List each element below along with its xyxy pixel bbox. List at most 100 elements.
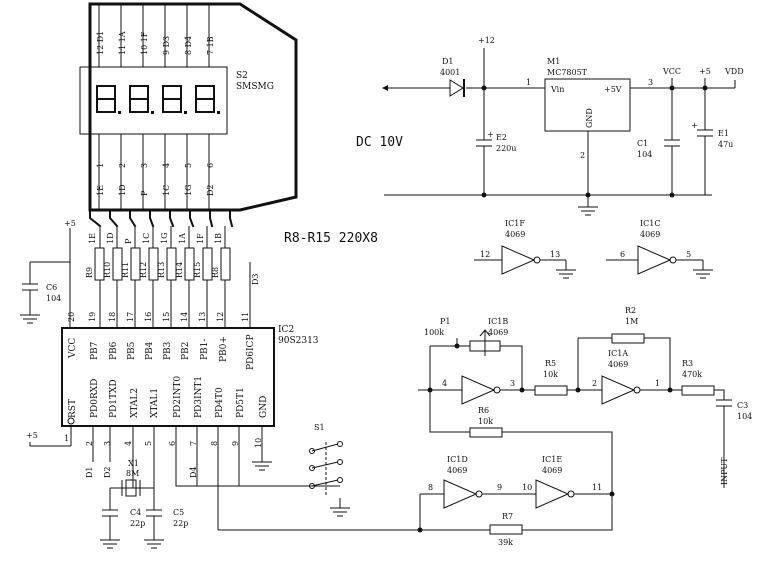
- rbank-d3: D3: [251, 273, 260, 285]
- c5-ref: C5: [173, 508, 184, 517]
- rbank-ref-7: R15: [193, 262, 202, 278]
- mcu-top-num-12: 12: [216, 312, 225, 322]
- mcu-top-num-18: 18: [108, 312, 117, 322]
- display-ref: S2: [236, 71, 248, 81]
- mcu-top-name-pb5: PB5: [127, 341, 137, 360]
- c4-val: 22p: [130, 519, 145, 528]
- rbank-ref-3: R11: [121, 262, 130, 278]
- mcu-ref: IC2: [278, 325, 294, 335]
- display-top-pin-6: 7 1B: [206, 36, 215, 55]
- digit-2: [129, 85, 154, 114]
- mcu-top-num-20: 20: [67, 312, 76, 322]
- c6-ref: C6: [46, 283, 57, 292]
- mcu-bottom-num-10: 10: [254, 438, 263, 448]
- mcu-top-num-11: 11: [241, 312, 250, 322]
- display-bottom-pin-4: 4: [162, 163, 171, 168]
- rbank-top-4: 1C: [142, 233, 151, 244]
- s1-ref: S1: [314, 423, 325, 432]
- ic1d-ref: IC1D: [447, 455, 468, 464]
- display-bottom-pin-1: 1: [96, 163, 105, 168]
- mcu-bottom-name-pd4t0: PD4T0: [215, 387, 225, 418]
- mcu-bottom-num-4: 4: [124, 441, 133, 446]
- reg-pin3: 3: [648, 78, 653, 87]
- mcu-bottom-name-xtal1: XTAL1: [150, 388, 160, 418]
- mcu-bottom-num-5: 5: [144, 441, 153, 446]
- resistor-bank: 1E 1D P 1C 1G 1A 1F 1B R9 R10 R11 R12 R1…: [85, 209, 378, 328]
- mcu-bottom-name-pd2int0: PD2INT0: [173, 376, 183, 418]
- e1-plus: +: [691, 121, 698, 130]
- rbank-ref-4: R12: [139, 262, 148, 278]
- amplifier: P1 100k IC1B 4069 4 3 R5 10k R2 1M IC1A …: [418, 306, 752, 494]
- ic1f-out: 13: [550, 250, 560, 259]
- mcu-top-name-pb2: PB2: [181, 342, 191, 360]
- r3-ref: R3: [682, 359, 693, 368]
- ic1c-ref: IC1C: [640, 219, 661, 228]
- seven-segment-digits: [96, 85, 220, 114]
- c1-val: 104: [637, 150, 652, 159]
- mcu-top-name-pb1: PB1-: [200, 339, 210, 360]
- mcu-top-name-pb4: PB4: [145, 341, 155, 360]
- r7-val: 39k: [498, 538, 513, 547]
- mcu-bottom-name-rst: RST: [68, 399, 78, 418]
- c3-ref: C3: [737, 401, 748, 410]
- ic1a-in: 2: [592, 379, 597, 388]
- mcu-bottom-num-8: 8: [210, 441, 219, 446]
- r2-ref: R2: [625, 306, 636, 315]
- ic1a-out: 1: [655, 379, 660, 388]
- ic1f-part: 4069: [505, 230, 525, 239]
- ic1c-in: 6: [620, 250, 625, 259]
- reg-vin: Vin: [550, 85, 564, 94]
- rbank-ref-6: R14: [175, 262, 184, 278]
- vdd-label: VDD: [724, 67, 744, 76]
- ic1b-in: 4: [442, 379, 447, 388]
- mcu-d2: D2: [103, 466, 112, 478]
- rbank-top-6: 1A: [178, 233, 187, 244]
- x1-ref: X1: [128, 459, 139, 468]
- c6-val: 104: [46, 294, 61, 303]
- ic1c-out: 5: [686, 250, 691, 259]
- ic1d-in: 8: [428, 483, 433, 492]
- left-plus5-top: +5: [64, 219, 76, 228]
- mcu-bottom-name-pd3int1: PD3INT1: [194, 376, 204, 418]
- ic1e-out: 11: [592, 483, 602, 492]
- e1-ref: E1: [718, 129, 729, 138]
- mcu-top-name-pb7: PB7: [90, 341, 100, 360]
- digit-3: [162, 85, 187, 114]
- r5-val: 10k: [543, 370, 558, 379]
- d1-part: 4001: [440, 68, 460, 77]
- mcu-top-name-pb0: PB0+: [219, 336, 229, 362]
- ic1d-out: 9: [497, 483, 502, 492]
- spare-gates: IC1F 4069 12 13 IC1C 4069 6 5: [474, 219, 713, 279]
- e1-val: 47u: [718, 140, 733, 149]
- reg-pin1: 1: [526, 78, 531, 87]
- c4-ref: C4: [130, 508, 141, 517]
- mcu-bottom-name-pd5t1: PD5T1: [236, 387, 246, 418]
- ic1e-in: 10: [522, 483, 532, 492]
- mcu-top-name-pd6icp: PD6ICP: [246, 335, 256, 371]
- left-power: +5 C6 104 +5: [20, 219, 76, 447]
- ic1f-in: 12: [480, 250, 490, 259]
- display-bottom-pin-5: 5: [184, 163, 193, 168]
- r5-ref: R5: [545, 359, 556, 368]
- plus5-label: +5: [699, 67, 711, 76]
- ic1a-ref: IC1A: [608, 349, 628, 358]
- r3-val: 470k: [682, 370, 702, 379]
- plus12-label: +12: [478, 36, 495, 45]
- display-top-pin-1: 12 D1: [96, 31, 105, 55]
- display-part: SMSMG: [236, 82, 274, 92]
- mcu-bottom-name-xtal2: XTAL2: [130, 388, 140, 418]
- r2-val: 1M: [625, 317, 638, 326]
- mcu-bottom-num-2: 2: [85, 441, 94, 446]
- dc-label: DC 10V: [356, 135, 403, 150]
- ic1f-ref: IC1F: [505, 219, 525, 228]
- reg-ref: M1: [547, 57, 560, 66]
- shaper: IC1D 4069 IC1E 4069 8 9 10 11 R7 39k S1: [175, 423, 615, 547]
- display-bottom-pin-3: 3: [140, 163, 149, 168]
- p1-ref: P1: [440, 317, 450, 326]
- display-bottom-pin-6: 6: [206, 163, 215, 168]
- mcu-bottom-num-1: 1: [64, 434, 69, 443]
- vcc-label: VCC: [662, 67, 681, 76]
- e2-ref: E2: [496, 133, 507, 142]
- rbank-top-8: 1B: [214, 233, 223, 244]
- mcu-ground: [252, 461, 272, 471]
